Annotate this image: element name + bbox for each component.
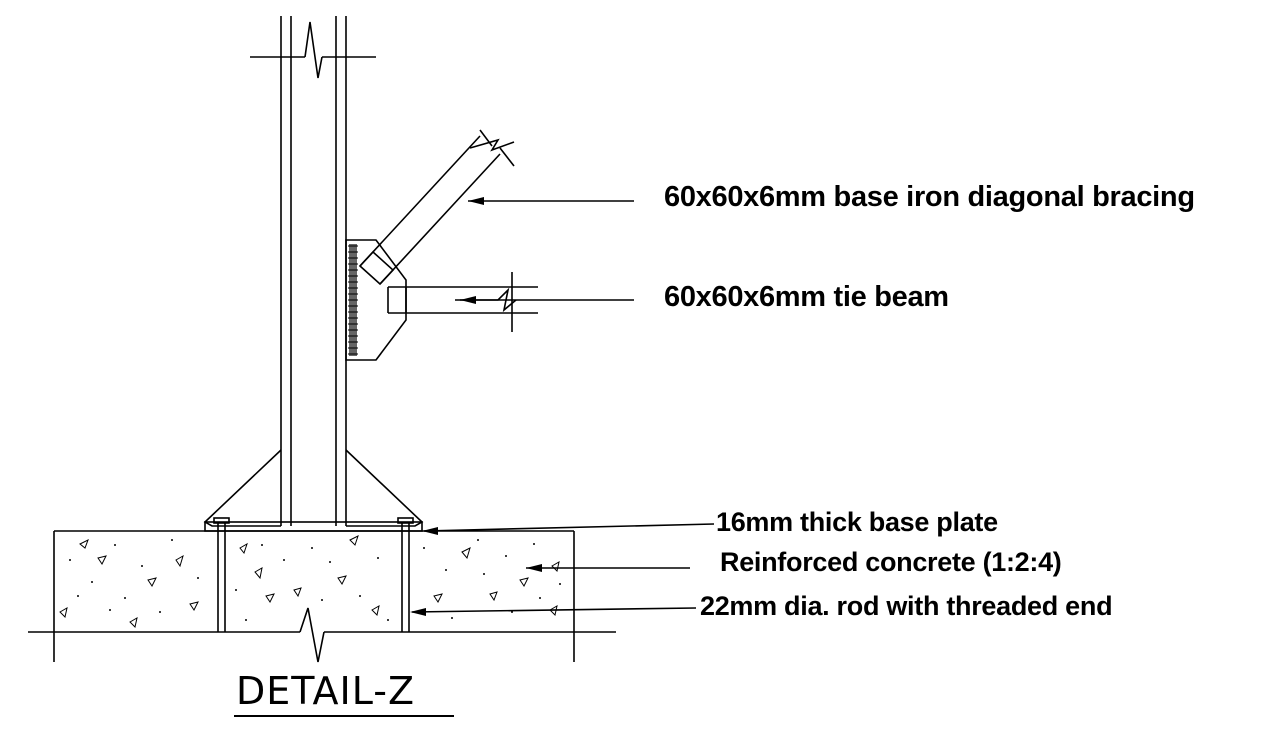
tie-beam-break-mark [455, 272, 517, 332]
drawing-title: DETAIL-Z [236, 669, 415, 713]
column [280, 16, 347, 526]
weld-ticks [348, 245, 358, 355]
leader-diagonal-bracing [468, 197, 634, 205]
leader-concrete [526, 564, 690, 572]
leader-tie-beam [460, 296, 634, 304]
label-base-plate: 16mm thick base plate [716, 507, 998, 537]
leader-anchor-rod [410, 607, 697, 616]
tie-beam-member [387, 286, 538, 314]
label-concrete: Reinforced concrete (1:2:4) [720, 547, 1062, 577]
column-break-mark [250, 21, 376, 79]
label-tie-beam: 60x60x6mm tie beam [664, 281, 949, 313]
anchor-rod-left [213, 517, 230, 632]
diagonal-bracing-member [358, 135, 501, 286]
leader-base-plate [422, 523, 715, 535]
label-anchor-rod: 22mm dia. rod with threaded end [700, 591, 1113, 621]
gusset-plate [345, 239, 407, 361]
base-stiffener-left [203, 449, 282, 527]
concrete-dots [69, 539, 561, 621]
anchor-rod-right [397, 517, 414, 632]
concrete-footing [28, 530, 616, 663]
base-stiffener-right [345, 449, 424, 527]
label-diagonal-bracing: 60x60x6mm base iron diagonal bracing [664, 181, 1195, 213]
title-underline [234, 715, 454, 717]
diagonal-bracing-break-mark [469, 129, 515, 167]
